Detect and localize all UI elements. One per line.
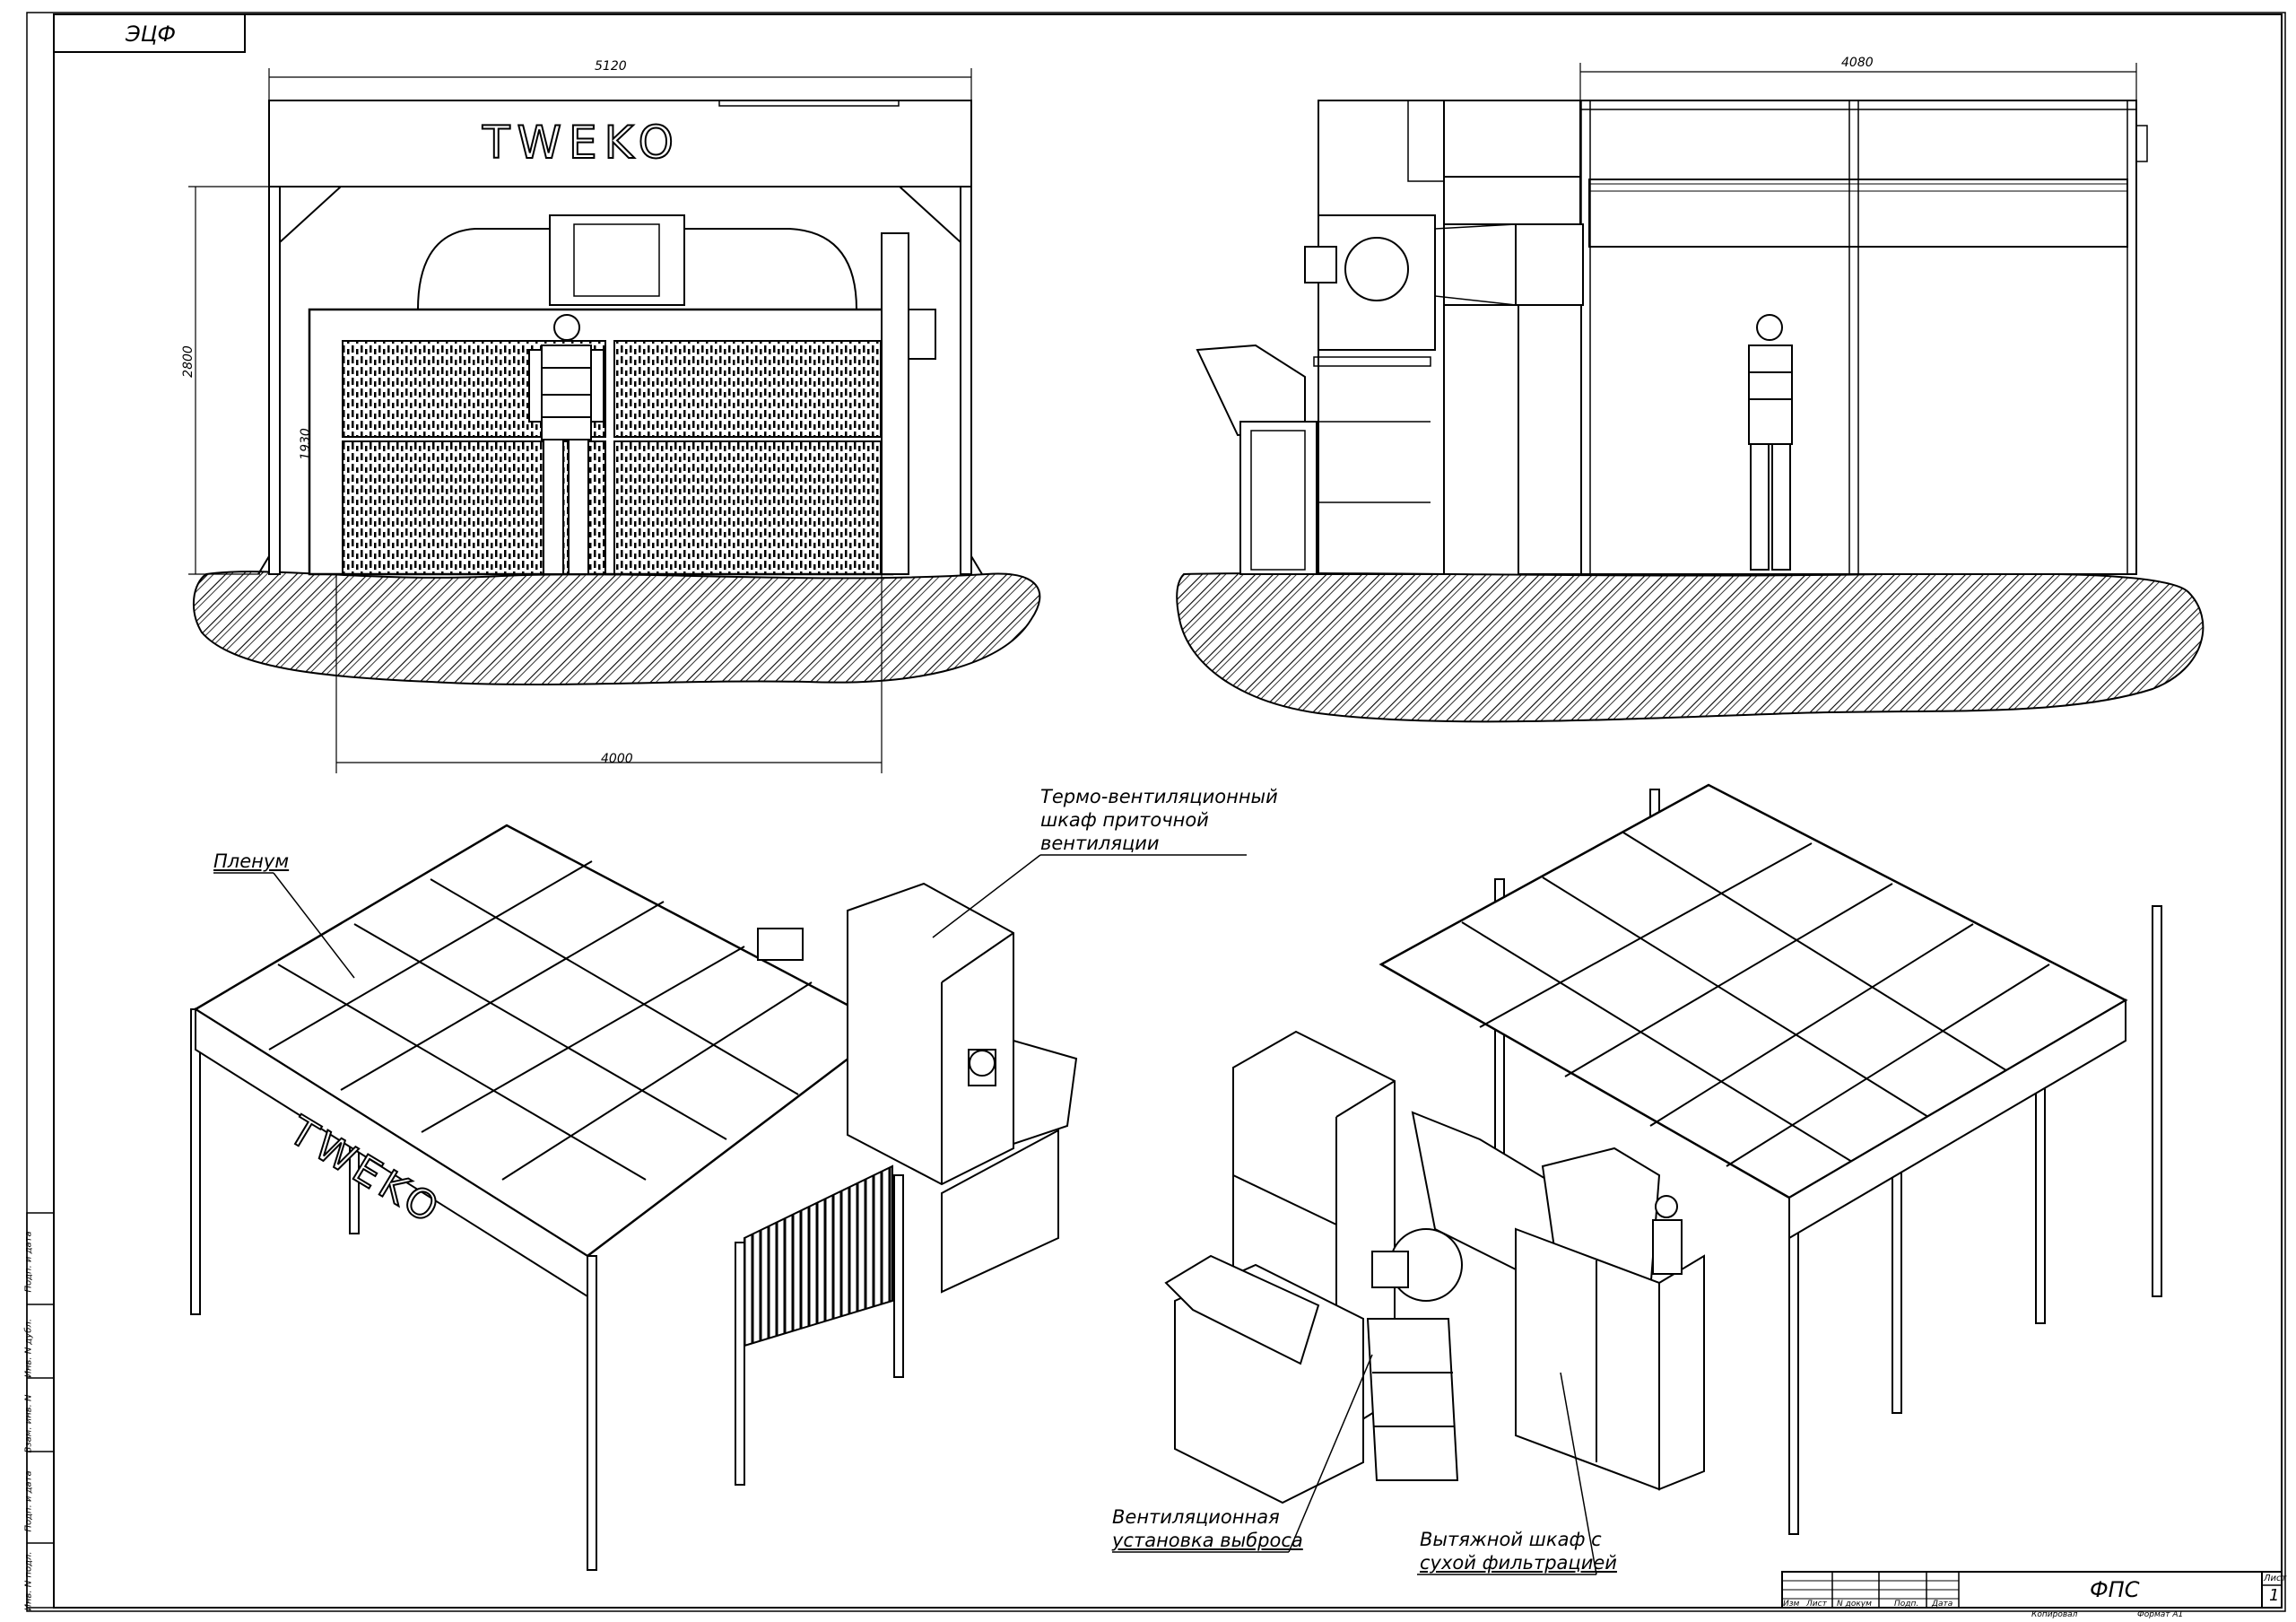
front-logo: TWEKO (482, 116, 681, 170)
callout-exhaust-cabinet-line-2: сухой фильтрацией (1420, 1552, 1617, 1574)
side-stamp-label-2: Подп. и дата (23, 1470, 34, 1532)
column-podp: Подп. (1894, 1600, 1919, 1609)
inner-frame (53, 13, 2283, 1609)
column-data: Дата (1932, 1600, 1953, 1609)
front-dimensions (188, 68, 972, 773)
callout-supply-line-2: шкаф приточной (1040, 809, 1209, 831)
side-stamp-label-4: Инв. N дубл. (23, 1319, 34, 1378)
dim-front-height: 2800 (180, 345, 196, 378)
callout-supply-cabinet: Термо-вентиляционный шкаф приточной вент… (1040, 785, 1278, 855)
dim-opening-height: 1930 (298, 428, 313, 460)
code-stamp-box (53, 13, 246, 53)
sheet-number: 1 (2269, 1586, 2280, 1605)
side-ground-hatch (1176, 571, 2205, 723)
front-ground-hatch (192, 571, 1041, 685)
format-label: Формат А1 (2137, 1610, 2184, 1619)
callout-exhaust-unit-line-1: Вентиляционная (1112, 1506, 1280, 1528)
callout-exhaust-unit: Вентиляционная установка выброса (1112, 1505, 1303, 1552)
callout-supply-line-3: вентиляции (1040, 833, 1160, 854)
copied-label: Копировал (2031, 1610, 2078, 1619)
side-stamp-column (26, 1212, 55, 1609)
callout-exhaust-cabinet: Вытяжной шкаф с сухой фильтрацией (1420, 1528, 1617, 1574)
callout-leaders (213, 854, 1597, 1575)
title-block (1781, 1571, 2283, 1609)
callout-exhaust-cabinet-line-1: Вытяжной шкаф с (1420, 1529, 1602, 1550)
outer-frame (26, 12, 2286, 1612)
column-izm: Изм (1783, 1600, 1800, 1609)
dim-front-width: 5120 (595, 59, 627, 74)
iso-person-figure (1652, 1195, 1683, 1275)
side-stamp-label-1: Инв. N подл. (23, 1551, 34, 1611)
iso-right-view (1164, 783, 2162, 1535)
side-view (1176, 63, 2205, 723)
side-stamp-label-3: Взам. инв. N (23, 1394, 34, 1453)
callout-plenum-text: Пленум (213, 850, 290, 872)
front-person-figure (528, 314, 604, 575)
code-stamp: ЭЦФ (126, 22, 177, 47)
side-stamp-label-5: Подп. и дата (23, 1231, 34, 1293)
side-dimensions (1579, 63, 2137, 100)
column-list: Лист (1806, 1600, 1827, 1609)
iso-left-view (190, 824, 1078, 1571)
drawing-name: ФПС (2090, 1577, 2140, 1602)
dim-side-width: 4080 (1841, 56, 1874, 70)
callout-plenum: Пленум (213, 850, 289, 873)
column-ndoc: N докум (1837, 1600, 1872, 1609)
callout-supply-line-1: Термо-вентиляционный (1040, 786, 1278, 807)
sheet-label: Лист (2264, 1574, 2287, 1583)
dim-base-width: 4000 (601, 752, 633, 766)
side-person-figure (1748, 314, 1793, 571)
front-view (188, 68, 1041, 773)
callout-exhaust-unit-line-2: установка выброса (1112, 1530, 1303, 1551)
